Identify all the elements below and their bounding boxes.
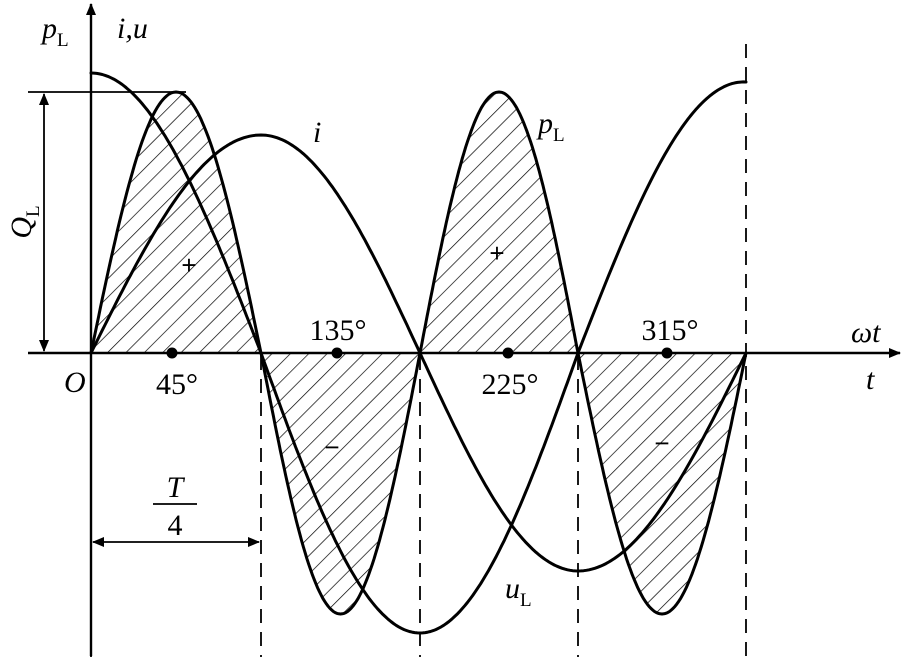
p-axis-label: pL xyxy=(40,12,69,51)
power-curve-label: pL xyxy=(536,107,565,146)
sign-negative-2: − xyxy=(654,428,669,458)
fraction-numerator: T xyxy=(167,471,186,504)
origin-label: O xyxy=(64,366,86,399)
current-curve-label: i xyxy=(313,116,321,149)
sign-negative-1: − xyxy=(324,432,339,462)
marker-225 xyxy=(502,347,514,359)
t-label: t xyxy=(866,363,875,396)
ql-dimension xyxy=(28,91,186,352)
ql-label: QL xyxy=(5,205,44,238)
angle-label-45: 45° xyxy=(156,368,198,401)
iu-axis-label: i,u xyxy=(117,12,148,45)
sign-positive-1: + xyxy=(181,250,196,280)
current-curve xyxy=(89,133,748,573)
angle-markers xyxy=(166,347,673,359)
negative-area-2 xyxy=(578,353,746,614)
marker-315 xyxy=(661,347,673,359)
angle-label-135: 135° xyxy=(310,314,367,347)
omega-t-label: ωt xyxy=(851,316,881,349)
negative-area-1 xyxy=(261,353,420,614)
angle-label-225: 225° xyxy=(482,368,539,401)
positive-area-2 xyxy=(420,92,578,353)
marker-45 xyxy=(166,347,178,359)
quarter-period-dimension xyxy=(92,503,260,547)
power-areas xyxy=(91,92,746,614)
fraction-denominator: 4 xyxy=(168,509,183,542)
marker-135 xyxy=(331,347,343,359)
voltage-curve xyxy=(89,71,748,635)
voltage-curve-label: uL xyxy=(505,572,532,611)
sign-positive-2: + xyxy=(489,238,504,268)
angle-label-315: 315° xyxy=(642,314,699,347)
positive-area-1 xyxy=(91,92,261,353)
